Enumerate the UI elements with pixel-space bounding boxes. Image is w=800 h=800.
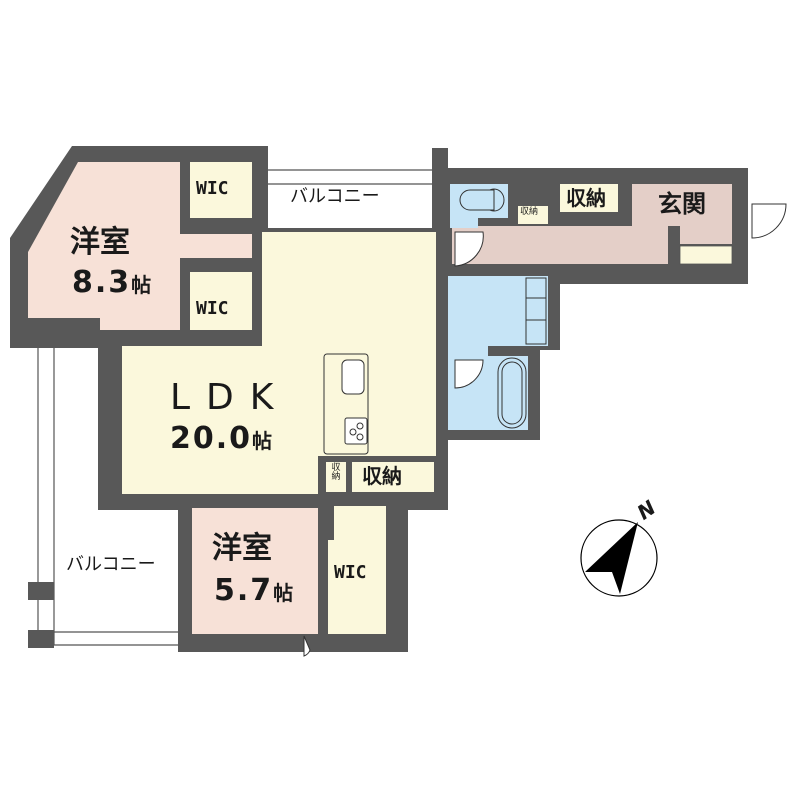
storage-hall-label: 収納	[566, 186, 606, 210]
storage-hall-small-label: 収納	[520, 207, 539, 217]
balcony-top-area	[268, 169, 432, 185]
wic-1-label: WIC	[196, 178, 229, 199]
ldk-name: LDK	[170, 377, 290, 418]
wic-3-label: WIC	[334, 562, 367, 583]
toilet-fixture	[459, 188, 505, 212]
door-swings	[303, 203, 787, 657]
entrance	[632, 184, 732, 244]
western-room-1-name: 洋室	[70, 225, 130, 260]
storage-ldk-small-label: 収 納	[331, 463, 341, 482]
western-room-2	[192, 508, 318, 634]
compass-icon	[580, 519, 658, 597]
washbasin	[525, 277, 547, 345]
wic-1	[190, 162, 252, 218]
kitchen-counter	[323, 353, 369, 455]
entrance-step	[679, 245, 733, 265]
wic-3	[328, 506, 386, 634]
storage-hall-small	[518, 206, 548, 224]
storage-ldk-label: 収納	[362, 464, 402, 488]
storage-ldk-small	[326, 462, 346, 492]
wic-2-label: WIC	[196, 298, 229, 319]
hallway	[452, 226, 668, 264]
western-room-2-size: 5.7帖	[214, 573, 294, 608]
wic-2	[190, 272, 252, 330]
bathtub	[497, 357, 527, 429]
western-room-2-name: 洋室	[212, 531, 272, 566]
ldk-size: 20.0帖	[170, 421, 273, 456]
western-room-1	[28, 162, 252, 330]
entrance-label: 玄関	[658, 190, 706, 218]
balcony-top-label: バルコニー	[290, 186, 380, 207]
storage-ldk	[352, 462, 434, 492]
storage-hall	[560, 184, 618, 212]
western-room-1-size: 8.3帖	[72, 265, 152, 300]
balcony-left-area	[28, 345, 178, 648]
washroom	[448, 276, 548, 346]
balcony-left-label: バルコニー	[66, 554, 156, 575]
